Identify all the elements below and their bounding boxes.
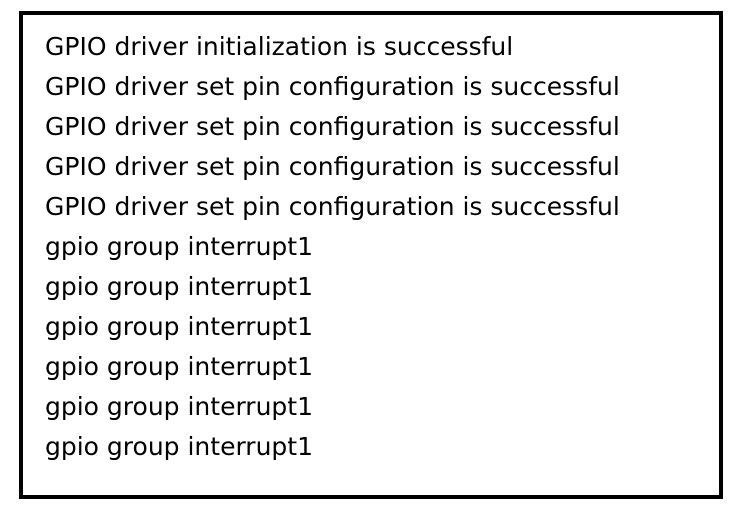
log-line: gpio group interrupt1 xyxy=(45,392,313,421)
log-line: GPIO driver set pin configuration is suc… xyxy=(45,72,620,101)
log-line: GPIO driver initialization is successful xyxy=(45,32,514,61)
log-line: gpio group interrupt1 xyxy=(45,272,313,301)
console-output-panel: GPIO driver initialization is successful… xyxy=(19,11,723,499)
log-line: gpio group interrupt1 xyxy=(45,432,313,461)
log-line: gpio group interrupt1 xyxy=(45,232,313,261)
log-line: GPIO driver set pin configuration is suc… xyxy=(45,112,620,141)
log-line: gpio group interrupt1 xyxy=(45,312,313,341)
log-line-list: GPIO driver initialization is successful… xyxy=(45,27,620,467)
log-line: GPIO driver set pin configuration is suc… xyxy=(45,192,620,221)
log-line: GPIO driver set pin configuration is suc… xyxy=(45,152,620,181)
log-line: gpio group interrupt1 xyxy=(45,352,313,381)
